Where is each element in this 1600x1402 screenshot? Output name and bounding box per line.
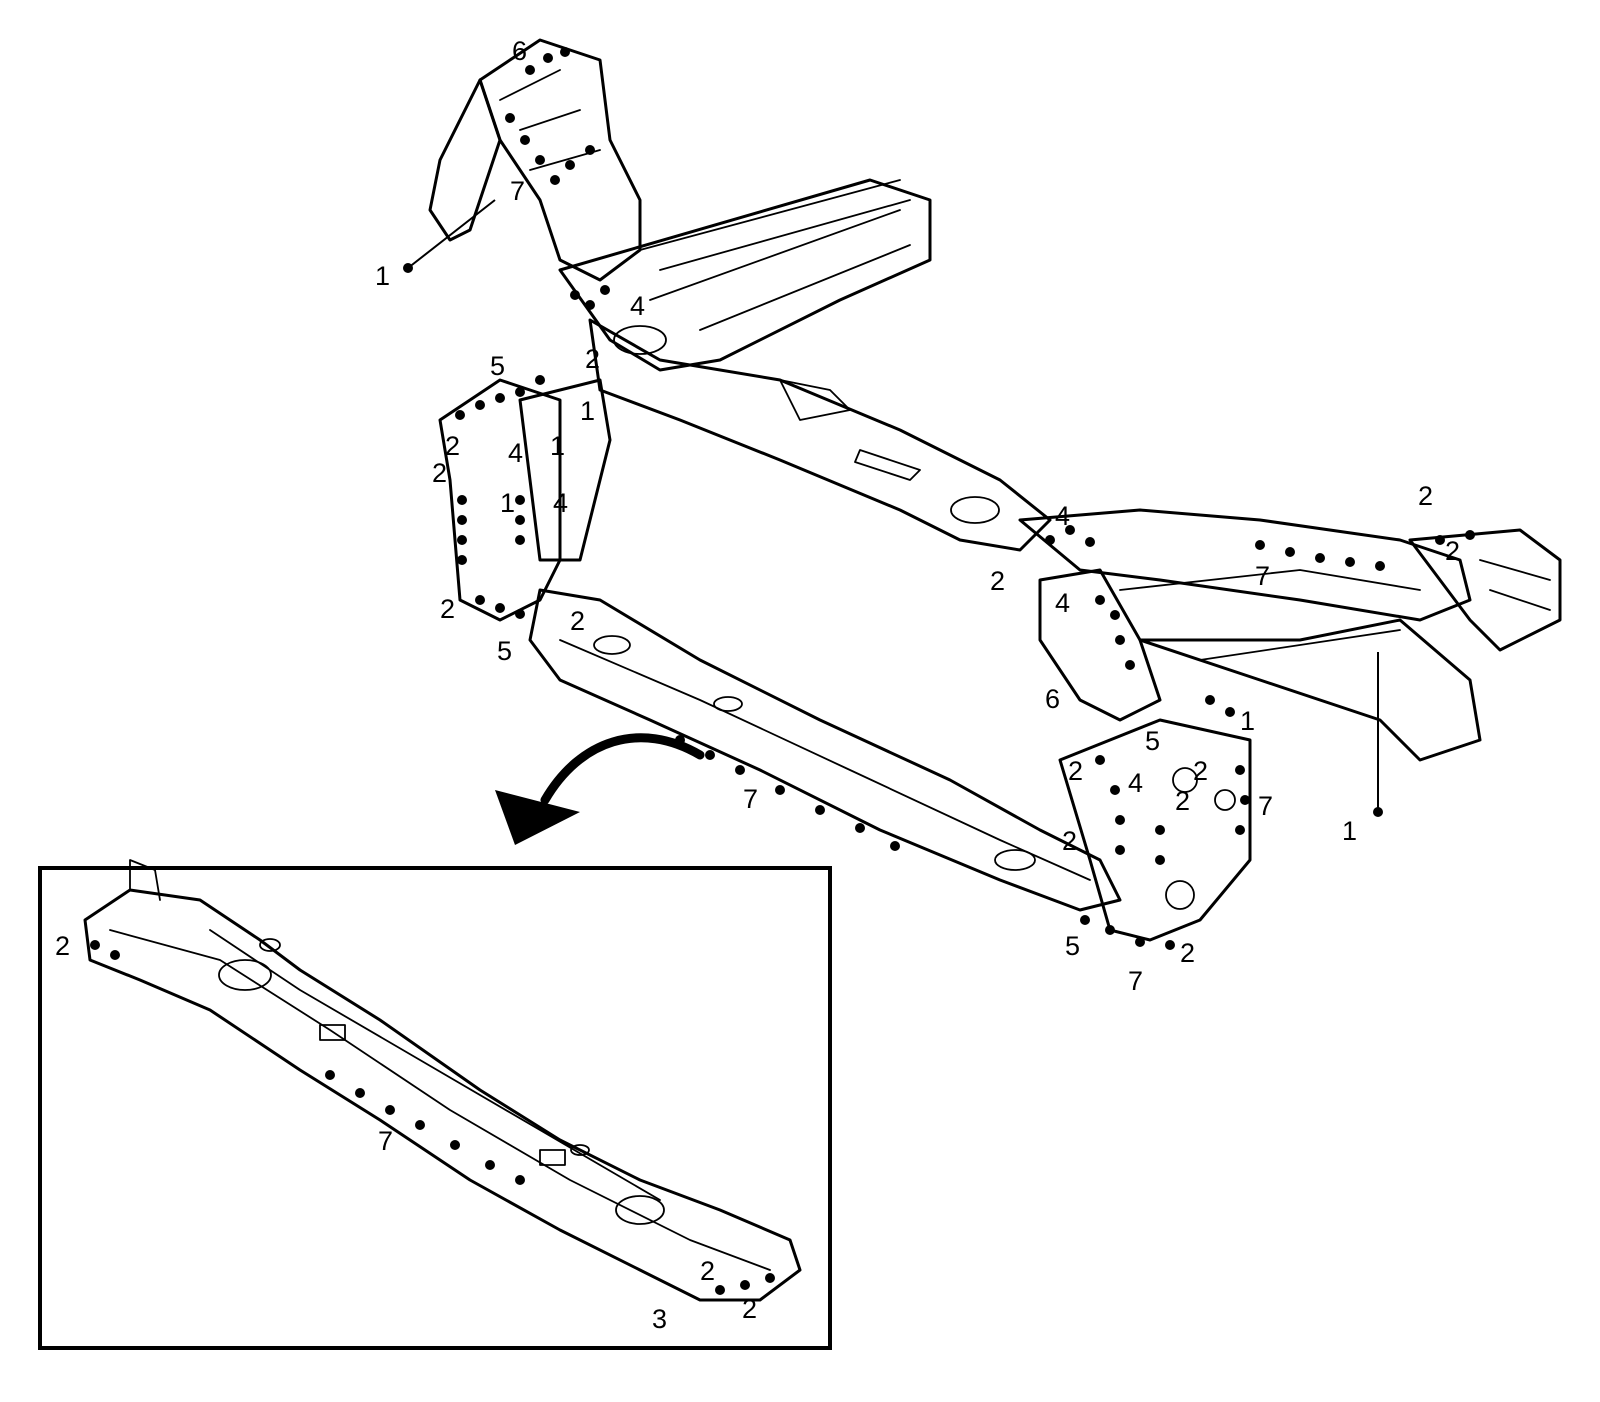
callout-1: 1 bbox=[500, 488, 515, 518]
callout-5: 5 bbox=[497, 636, 512, 666]
callout-5: 5 bbox=[490, 351, 505, 381]
callout-5: 5 bbox=[1145, 726, 1160, 756]
inset-callout-3: 3 bbox=[652, 1304, 667, 1334]
inset-callout-7: 7 bbox=[378, 1126, 393, 1156]
callout-4: 4 bbox=[1128, 768, 1143, 798]
callout-7: 7 bbox=[743, 784, 758, 814]
inset-panel bbox=[38, 859, 832, 1350]
callout-1: 1 bbox=[375, 261, 390, 291]
callout-2: 2 bbox=[445, 431, 460, 461]
callout-2: 2 bbox=[1062, 826, 1077, 856]
callout-1: 1 bbox=[580, 396, 595, 426]
callout-5: 5 bbox=[1065, 931, 1080, 961]
callout-1: 1 bbox=[1240, 706, 1255, 736]
right-side-rails bbox=[639, 179, 1562, 762]
callout-2: 2 bbox=[585, 344, 600, 374]
inset-callout-2: 2 bbox=[742, 1294, 757, 1324]
inset-arrow bbox=[495, 733, 705, 845]
callout-1: 1 bbox=[1342, 816, 1357, 846]
callout-4: 4 bbox=[508, 438, 523, 468]
callout-2: 2 bbox=[1445, 536, 1460, 566]
inset-callout-2: 2 bbox=[55, 931, 70, 961]
callout-7: 7 bbox=[1128, 966, 1143, 996]
callout-2: 2 bbox=[1180, 938, 1195, 968]
callout-4: 4 bbox=[1055, 501, 1070, 531]
callout-2: 2 bbox=[1175, 786, 1190, 816]
callout-4: 4 bbox=[553, 488, 568, 518]
callout-2: 2 bbox=[1418, 481, 1433, 511]
callout-2: 2 bbox=[1193, 756, 1208, 786]
weld-spots bbox=[455, 47, 1475, 950]
callout-2: 2 bbox=[990, 566, 1005, 596]
center-long-rail bbox=[588, 318, 1052, 552]
callout-6: 6 bbox=[512, 36, 527, 66]
callout-2: 2 bbox=[432, 458, 447, 488]
callout-2: 2 bbox=[570, 606, 585, 636]
callout-7: 7 bbox=[1255, 561, 1270, 591]
inset-callout-2: 2 bbox=[700, 1256, 715, 1286]
upper-cross-member bbox=[558, 178, 932, 372]
callout-labels: 6 7 1 4 2 5 1 2 4 1 2 1 4 2 2 5 4 2 4 6 … bbox=[55, 36, 1460, 1334]
callout-2: 2 bbox=[440, 594, 455, 624]
radiator-support-frame bbox=[438, 378, 1252, 942]
callout-7: 7 bbox=[1258, 791, 1273, 821]
callout-1: 1 bbox=[550, 431, 565, 461]
callout-2: 2 bbox=[1068, 756, 1083, 786]
callout-7: 7 bbox=[510, 176, 525, 206]
callout-6: 6 bbox=[1045, 684, 1060, 714]
callout-4: 4 bbox=[630, 291, 645, 321]
callout-4: 4 bbox=[1055, 588, 1070, 618]
leader-lines bbox=[403, 199, 1383, 817]
